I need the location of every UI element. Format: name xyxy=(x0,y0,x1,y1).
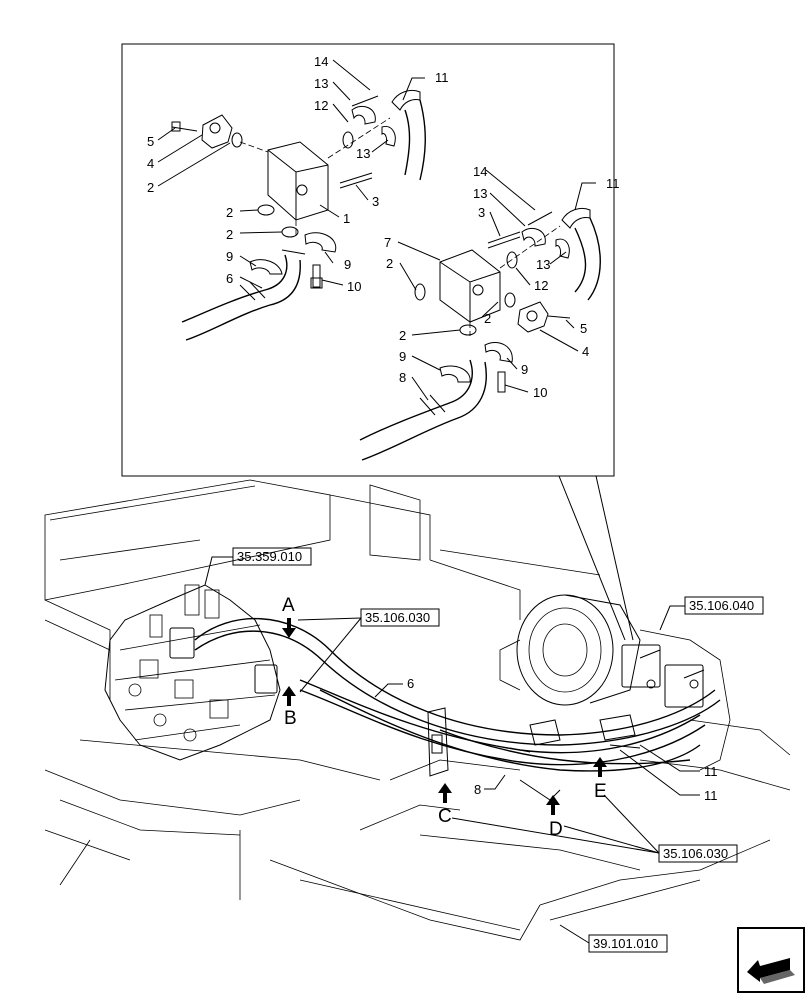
ref-leader-2b xyxy=(299,617,362,693)
leader-to-main-1 xyxy=(558,475,626,641)
hose-bundle xyxy=(194,617,721,772)
callout-2: 2 xyxy=(399,328,406,343)
detail-frame xyxy=(121,43,615,477)
callout-2: 2 xyxy=(147,180,154,195)
ref-leader-4d xyxy=(563,825,660,854)
swivel-blocks-main xyxy=(621,644,705,708)
ref-leader-5 xyxy=(559,924,590,944)
callout-9: 9 xyxy=(521,362,528,377)
callout-5: 5 xyxy=(147,134,154,149)
callout-2: 2 xyxy=(484,311,491,326)
view-letter-a: A xyxy=(282,595,295,616)
ref-leader-2a xyxy=(297,617,362,621)
callout-13: 13 xyxy=(314,76,328,91)
ref-leader-4c xyxy=(451,817,660,854)
callout-13: 13 xyxy=(356,146,370,161)
callout-4: 4 xyxy=(582,344,589,359)
callout-11: 11 xyxy=(606,176,620,191)
callout-9: 9 xyxy=(399,349,406,364)
callout-2: 2 xyxy=(386,256,393,271)
detail-leaders xyxy=(157,59,596,401)
callout-11: 11 xyxy=(435,70,449,85)
main-leader-11b xyxy=(619,749,700,796)
callout-13: 13 xyxy=(473,186,487,201)
callout-14: 14 xyxy=(314,54,328,69)
view-arrow-c: C xyxy=(438,783,452,827)
view-letter-e: E xyxy=(594,781,607,802)
travel-motor xyxy=(499,594,731,771)
ref-leader-1 xyxy=(204,556,233,586)
control-valve-block xyxy=(104,584,281,761)
callout-3: 3 xyxy=(372,194,379,209)
callout-2: 2 xyxy=(226,205,233,220)
main-leader-8 xyxy=(484,774,506,790)
view-arrow-d: D xyxy=(546,795,563,840)
ref-box-39-101-010[interactable]: 39.101.010 xyxy=(588,934,668,953)
view-letter-b: B xyxy=(284,708,297,729)
leader-to-main-2 xyxy=(595,475,634,641)
ref-box-35-359-010[interactable]: 35.359.010 xyxy=(232,547,312,566)
detail-callouts: 14 13 11 12 5 4 2 13 3 2 1 2 9 9 6 10 14… xyxy=(147,54,620,400)
arrow-left-down-icon[interactable] xyxy=(737,927,805,993)
ref-label: 35.106.030 xyxy=(663,846,728,861)
callout-11-main: 11 xyxy=(704,788,718,803)
callout-7: 7 xyxy=(384,235,391,250)
callout-9: 9 xyxy=(344,257,351,272)
ref-box-35-106-040[interactable]: 35.106.040 xyxy=(684,596,764,615)
ref-leader-3 xyxy=(659,605,685,631)
callout-10: 10 xyxy=(347,279,361,294)
callout-9: 9 xyxy=(226,249,233,264)
main-leader-6 xyxy=(374,683,403,698)
callout-5: 5 xyxy=(580,321,587,336)
callout-3: 3 xyxy=(478,205,485,220)
view-arrow-a: A xyxy=(282,595,296,638)
callout-1: 1 xyxy=(343,211,350,226)
ref-label: 39.101.010 xyxy=(593,936,658,951)
view-letter-d: D xyxy=(549,819,563,840)
ref-label: 35.106.040 xyxy=(689,598,754,613)
callout-8: 8 xyxy=(399,370,406,385)
callout-14: 14 xyxy=(473,164,487,179)
view-arrow-e: E xyxy=(593,757,607,802)
callout-11-main: 11 xyxy=(704,764,718,779)
callout-12: 12 xyxy=(534,278,548,293)
ref-leader-4e xyxy=(603,794,660,854)
ref-label: 35.106.030 xyxy=(365,610,430,625)
machine-frame xyxy=(44,479,791,941)
callout-12: 12 xyxy=(314,98,328,113)
ref-label: 35.359.010 xyxy=(237,549,302,564)
detail-assembly-lower xyxy=(359,207,601,461)
ref-box-35-106-030-top[interactable]: 35.106.030 xyxy=(360,608,440,627)
callout-13: 13 xyxy=(536,257,550,272)
main-leader-11a xyxy=(639,744,700,772)
ref-box-35-106-030-bottom[interactable]: 35.106.030 xyxy=(658,844,738,863)
callout-2: 2 xyxy=(226,227,233,242)
callout-10: 10 xyxy=(533,385,547,400)
callout-4: 4 xyxy=(147,156,154,171)
callout-6-main: 6 xyxy=(407,676,414,691)
callout-8-main: 8 xyxy=(474,782,481,797)
view-arrow-b: B xyxy=(282,686,297,729)
view-letter-c: C xyxy=(438,806,452,827)
callout-6: 6 xyxy=(226,271,233,286)
detail-assembly-upper xyxy=(171,89,426,341)
